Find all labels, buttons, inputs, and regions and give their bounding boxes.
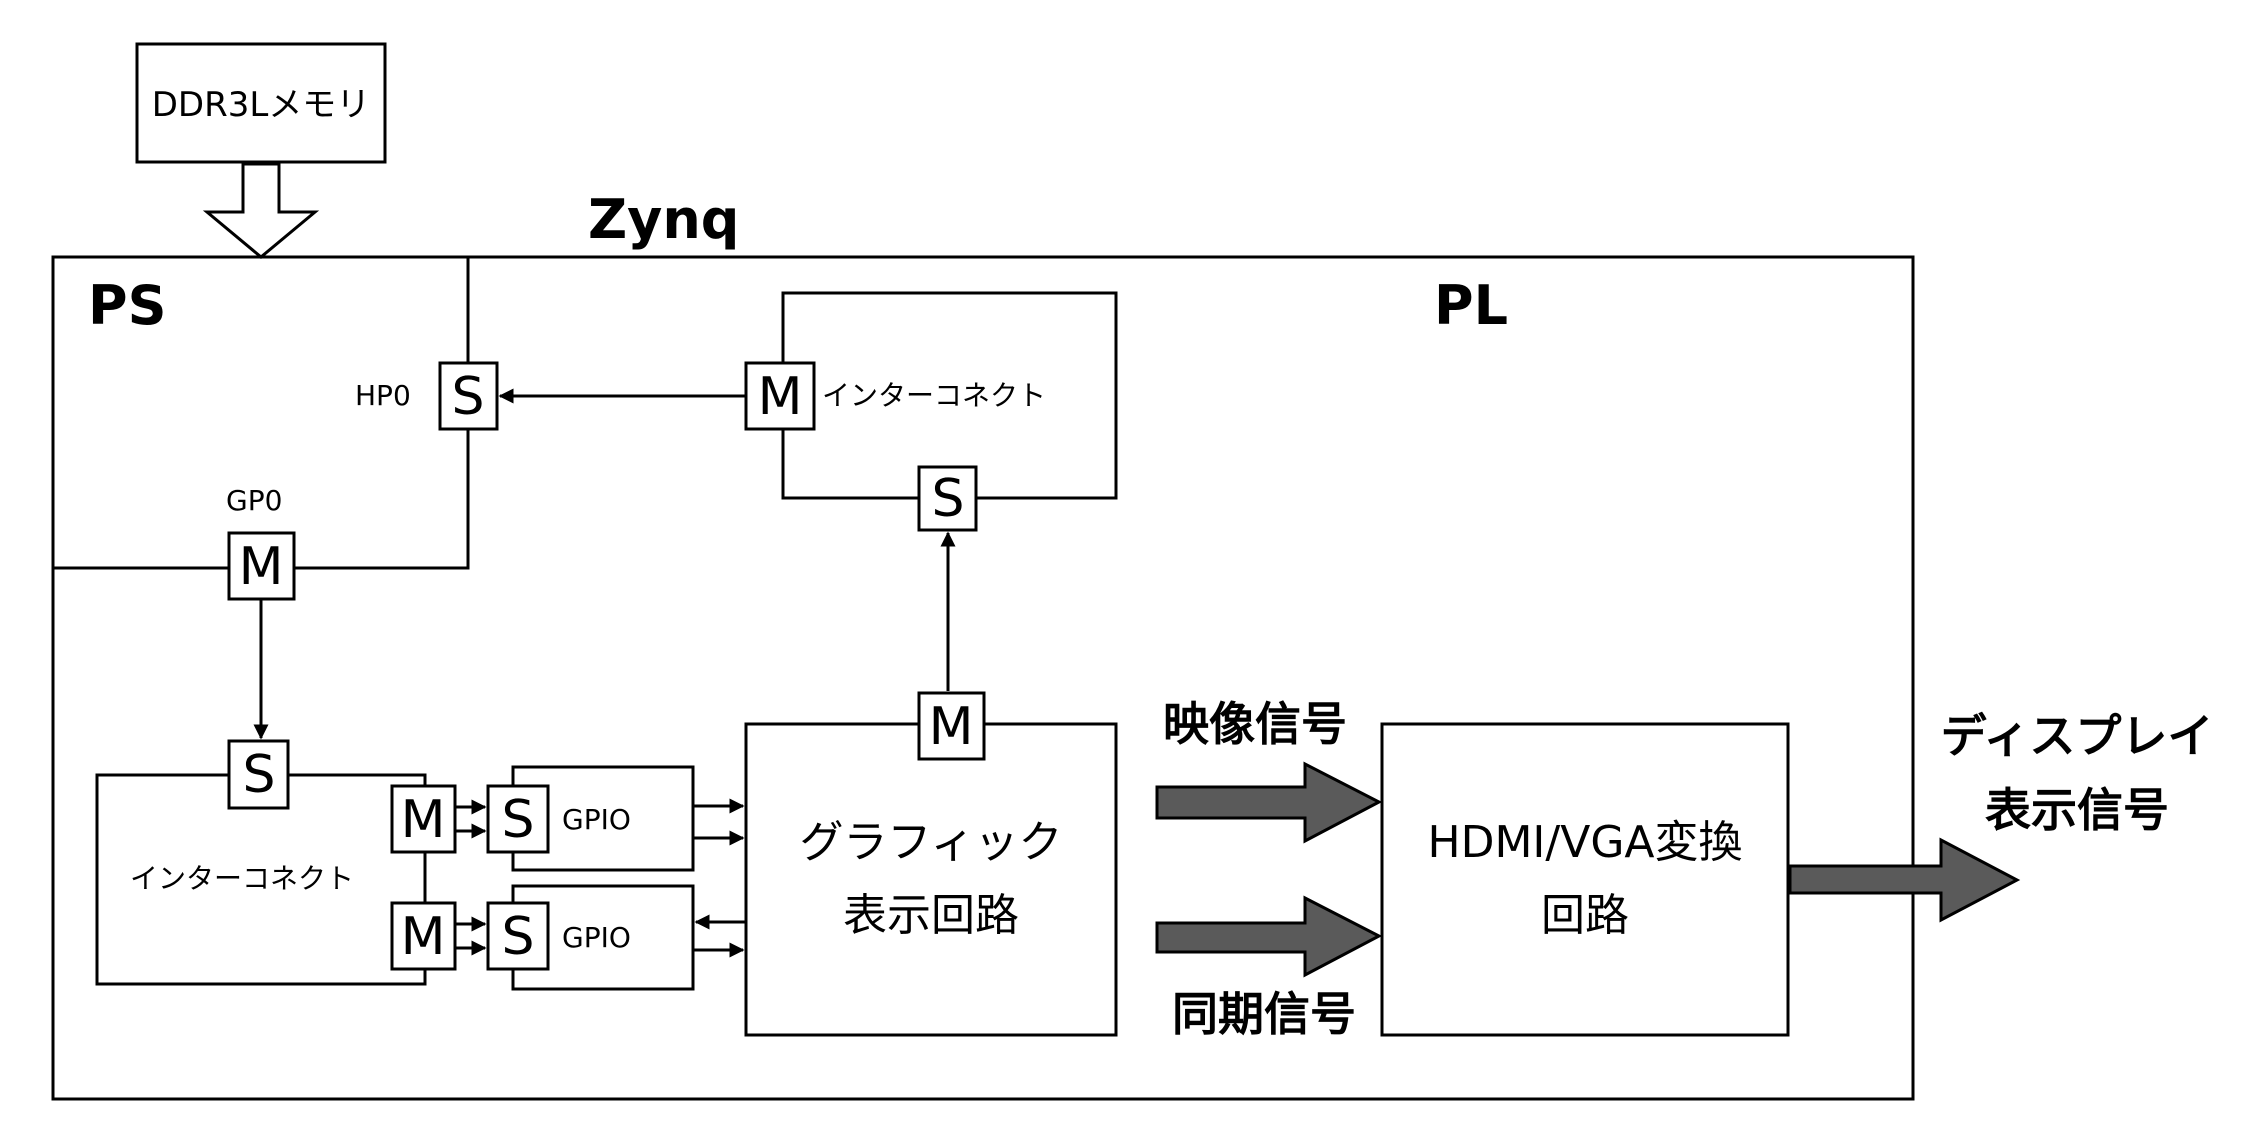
- left-interconnect-box: [95, 773, 427, 986]
- gp0-label: GP0: [226, 484, 282, 517]
- hp0-slave-port: [438, 361, 499, 431]
- left-interconnect-master-port-1-label: M: [401, 790, 446, 850]
- zynq-outer-box: [51, 255, 1915, 1101]
- gpio-1-slave-port: [486, 784, 550, 854]
- ddr3l-memory-box: [135, 42, 387, 164]
- left-interconnect-slave-port-label: S: [242, 745, 275, 805]
- hdmi-vga-converter-label-2: 回路: [1541, 890, 1629, 941]
- display-signal-label-2: 表示信号: [1985, 783, 2169, 837]
- graphics-circuit-box: [744, 722, 1118, 1037]
- graphics-circuit-label-2: 表示回路: [843, 890, 1019, 941]
- display-signal-label-1: ディスプレイ: [1941, 709, 2214, 763]
- memory-hollow-arrow: [202, 162, 320, 259]
- left-interconnect-master-port-2: [390, 901, 457, 971]
- graphics-master-port: [917, 691, 986, 761]
- video-signal-label: 映像信号: [1163, 697, 1347, 751]
- gp0-master-port: [227, 531, 296, 601]
- top-interconnect-box: [781, 291, 1118, 500]
- hp0-label: HP0: [355, 379, 411, 412]
- gp0-master-port-label: M: [239, 537, 284, 597]
- left-interconnect-slave-port: [227, 739, 290, 810]
- top-interconnect-label: インターコネクト: [822, 379, 1046, 412]
- gpio-2-slave-port: [486, 901, 550, 971]
- ps-label: PS: [88, 274, 166, 337]
- video-signal-arrow: [1155, 761, 1383, 844]
- graphics-circuit-label-1: グラフィック: [799, 817, 1062, 868]
- hdmi-vga-converter-label-1: HDMI/VGA変換: [1427, 817, 1742, 868]
- graphics-master-port-label: M: [929, 697, 974, 757]
- left-interconnect-label: インターコネクト: [130, 862, 354, 895]
- top-interconnect-slave-port-label: S: [931, 469, 964, 529]
- ddr3l-memory-label: DDR3Lメモリ: [152, 85, 371, 125]
- hdmi-vga-converter-box: [1380, 722, 1790, 1037]
- sync-signal-arrow: [1155, 895, 1383, 978]
- left-interconnect-master-port-2-label: M: [401, 907, 446, 967]
- left-interconnect-master-port-1: [390, 784, 457, 854]
- gpio-1-slave-port-label: S: [501, 790, 534, 850]
- hp0-slave-port-label: S: [451, 367, 484, 427]
- gpio-2-slave-port-label: S: [501, 907, 534, 967]
- zynq-title: Zynq: [588, 188, 739, 251]
- display-signal-arrow: [1788, 837, 2021, 923]
- gpio-1-label: GPIO: [562, 803, 631, 836]
- pl-label: PL: [1434, 274, 1508, 337]
- top-interconnect-master-port-label: M: [758, 367, 803, 427]
- sync-signal-label: 同期信号: [1172, 987, 1356, 1041]
- gpio-2-label: GPIO: [562, 921, 631, 954]
- top-interconnect-slave-port: [917, 465, 978, 532]
